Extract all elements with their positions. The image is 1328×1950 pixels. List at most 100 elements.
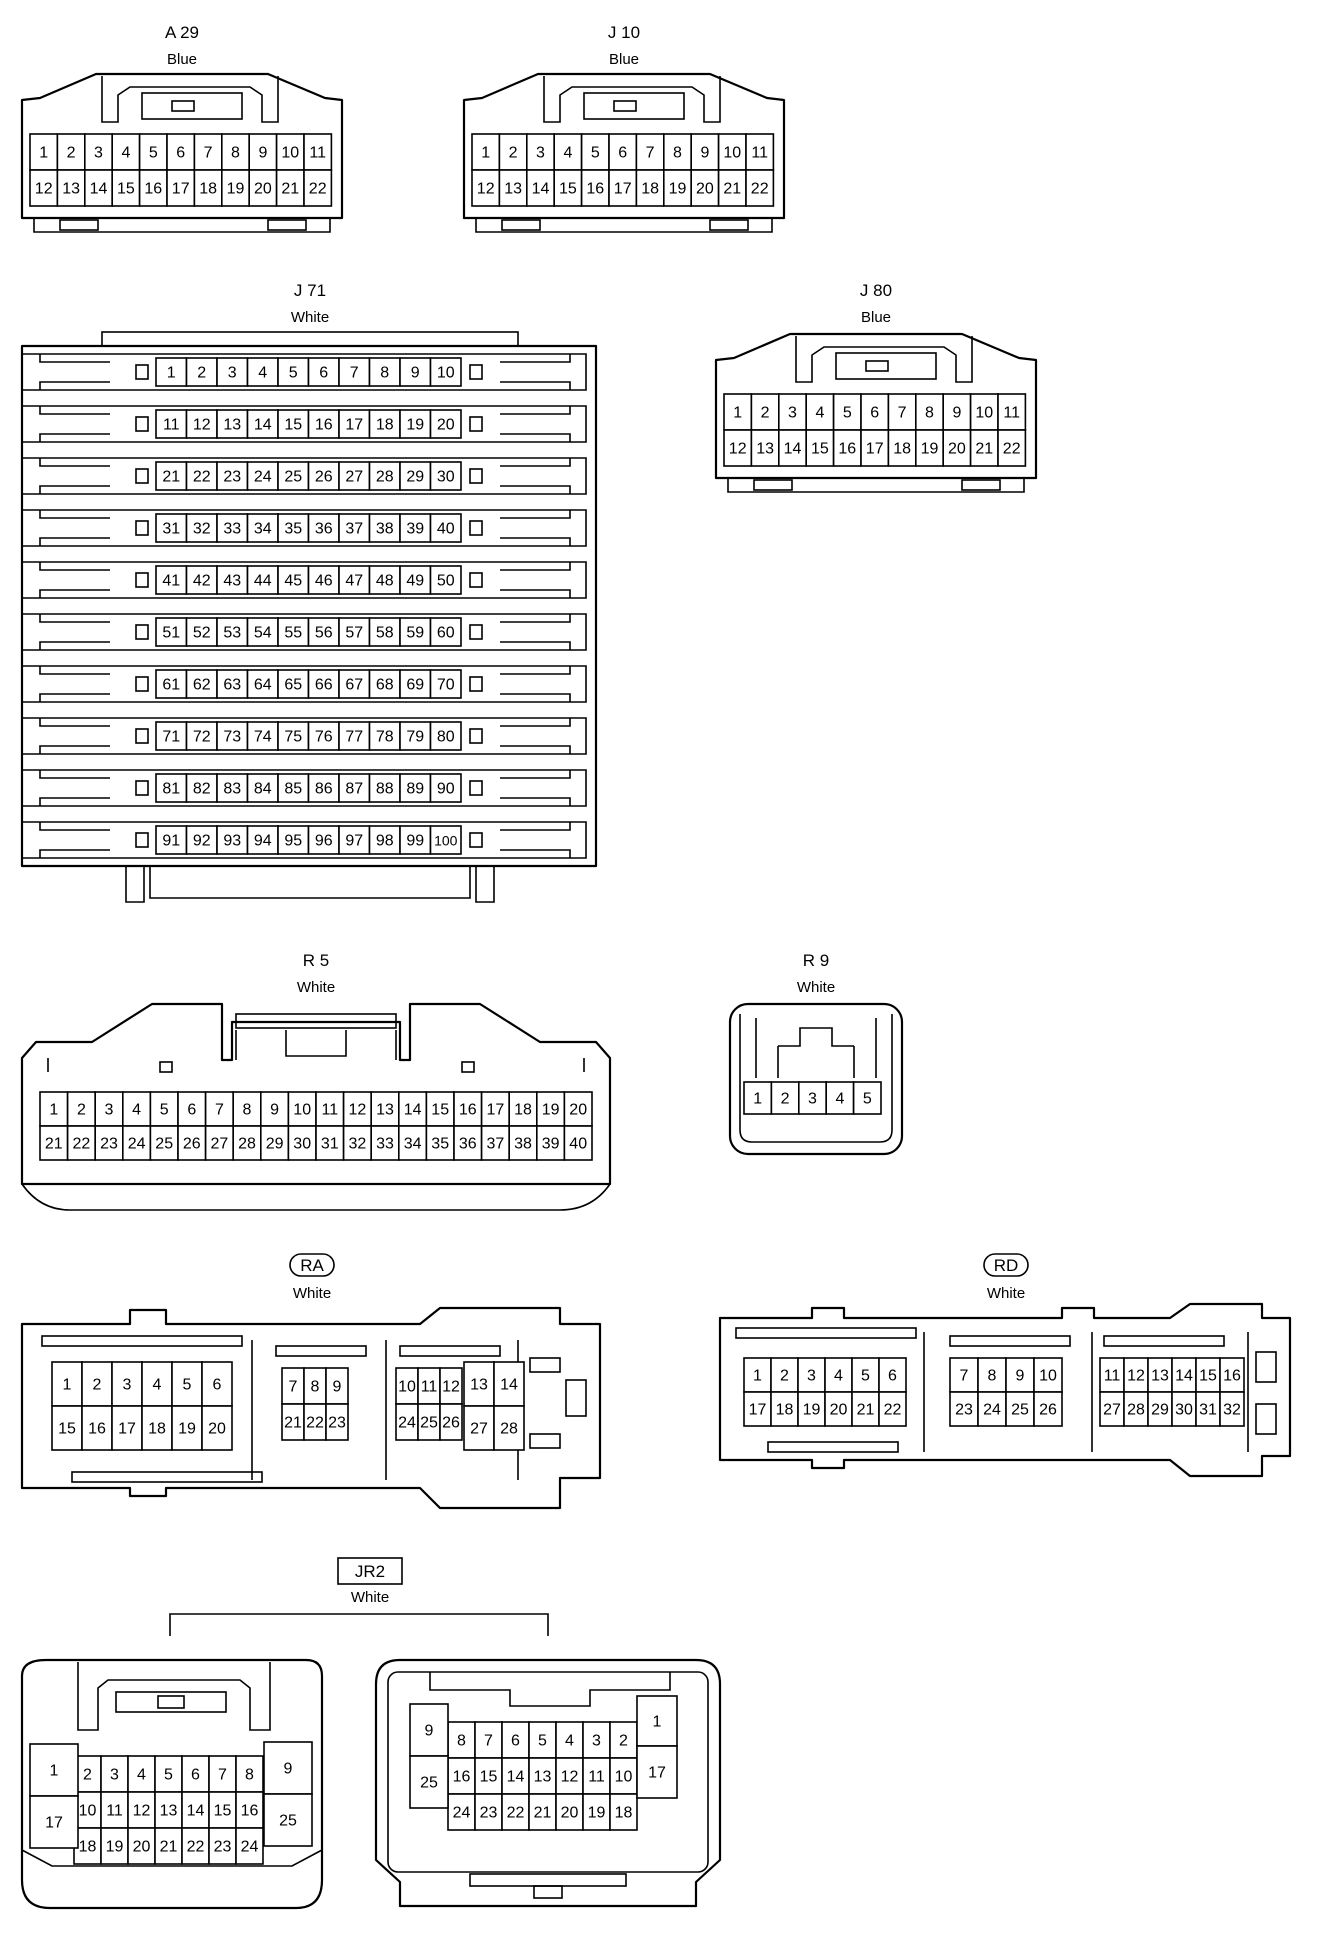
connector-j71-pin-78: 78 (368, 721, 401, 751)
connector-rd-pin-9: 9 (1005, 1357, 1035, 1393)
connector-j71-pin-10: 10 (429, 357, 462, 387)
connector-j71-pin-61: 61 (155, 669, 188, 699)
connector-jr2-left-pin-14-label: 14 (187, 1803, 205, 1820)
connector-ra-pin-13: 13 (463, 1361, 495, 1407)
connector-rd-pin-19-label: 19 (803, 1402, 821, 1419)
connector-r5-pin-39: 39 (535, 1125, 566, 1161)
connector-a29-pin-9-label: 9 (258, 145, 267, 162)
connector-ra-pin-17: 17 (111, 1405, 143, 1451)
connector-jr2-right-pin-12-label: 12 (561, 1769, 579, 1786)
connector-jr2-left-pin-24-label: 24 (241, 1839, 259, 1856)
connector-j80-pin-1-label: 1 (733, 405, 742, 422)
connector-j10-pin-4: 4 (553, 133, 583, 171)
connector-rd-pin-28: 28 (1123, 1391, 1149, 1427)
connector-j71-pin-93-label: 93 (223, 833, 241, 850)
connector-r5-pin-6: 6 (177, 1091, 207, 1127)
connector-r5-pin-26-label: 26 (183, 1136, 201, 1153)
connector-r5-pin-33: 33 (370, 1125, 400, 1161)
connector-j71-pin-20-label: 20 (437, 417, 455, 434)
connector-j71-pin-7: 7 (338, 357, 371, 387)
connector-jr2-left-pin-13-label: 13 (160, 1803, 178, 1820)
connector-j10-color: Blue (609, 51, 639, 68)
connector-j71-pin-20: 20 (429, 409, 462, 439)
connector-r5-pin-2-label: 2 (77, 1102, 86, 1119)
connector-r5-pin-18: 18 (508, 1091, 538, 1127)
connector-j71-pin-34-label: 34 (254, 521, 272, 538)
connector-r5-pin-25-label: 25 (155, 1136, 173, 1153)
connector-j71-pin-83: 83 (216, 773, 249, 803)
connector-r9-pin-5: 5 (852, 1081, 882, 1115)
connector-j71-pin-47-label: 47 (345, 573, 363, 590)
connector-j71-pin-35-label: 35 (284, 521, 302, 538)
connector-jr2-left-pin-21: 21 (154, 1827, 183, 1865)
connector-jr2-right-pin-18: 18 (609, 1793, 638, 1831)
connector-j80-pin-22: 22 (997, 429, 1027, 467)
connector-j71-pin-68-label: 68 (376, 677, 394, 694)
connector-j71-pin-92-label: 92 (193, 833, 211, 850)
connector-j71-pin-91: 91 (155, 825, 188, 855)
connector-rd-pin-2-label: 2 (780, 1368, 789, 1385)
connector-rd-pin-20-label: 20 (830, 1402, 848, 1419)
connector-r5-pin-4: 4 (122, 1091, 152, 1127)
connector-jr2-left-pin-20-label: 20 (133, 1839, 151, 1856)
connector-ra-pin-14-label: 14 (500, 1377, 518, 1394)
connector-j71-pin-2-label: 2 (197, 365, 206, 382)
connector-j80-pin-11: 11 (997, 393, 1027, 431)
connector-a29-pin-21: 21 (275, 169, 305, 207)
connector-a29-pin-15: 15 (111, 169, 141, 207)
connector-j71-pin-62: 62 (185, 669, 218, 699)
connector-j80-pin-14-label: 14 (784, 441, 802, 458)
connector-j71-pin-83-label: 83 (223, 781, 241, 798)
connector-j71-pin-18: 18 (368, 409, 401, 439)
connector-j80-pin-4: 4 (805, 393, 835, 431)
connector-jr2-right-pin-7: 7 (474, 1721, 503, 1759)
connector-rd-pin-18: 18 (770, 1391, 799, 1427)
connector-j10-pin-4-label: 4 (563, 145, 572, 162)
connector-j80-pin-21-label: 21 (975, 441, 993, 458)
connector-a29-pin-14: 14 (84, 169, 114, 207)
connector-r5-pin-16-label: 16 (459, 1102, 477, 1119)
connector-a29-pin-22: 22 (303, 169, 333, 207)
connector-a29-pin-20: 20 (248, 169, 278, 207)
connector-r5-pin-8: 8 (232, 1091, 262, 1127)
connector-rd-pin-11-label: 11 (1104, 1368, 1121, 1385)
connector-j80-pin-13-label: 13 (756, 441, 774, 458)
connector-j71-pin-86: 86 (307, 773, 340, 803)
connector-j71-pin-67: 67 (338, 669, 371, 699)
connector-j71-pin-74-label: 74 (254, 729, 272, 746)
connector-a29-pin-4: 4 (111, 133, 141, 171)
connector-jr2-left-pin-15: 15 (208, 1791, 237, 1829)
connector-ra-pin-27: 27 (463, 1405, 495, 1451)
connector-j10-pin-15: 15 (553, 169, 583, 207)
connector-j71-pin-45-label: 45 (284, 573, 302, 590)
connector-j71-pin-17-label: 17 (345, 417, 363, 434)
connector-a29-pin-9: 9 (248, 133, 278, 171)
connector-j80-pin-7-label: 7 (898, 405, 907, 422)
connector-j10-pin-8-label: 8 (673, 145, 682, 162)
connector-rd-pin-22: 22 (878, 1391, 907, 1427)
connector-r9-pin-2: 2 (770, 1081, 800, 1115)
connector-j71-pin-65-label: 65 (284, 677, 302, 694)
connector-j71-pin-27: 27 (338, 461, 371, 491)
connector-rd-pin-7: 7 (949, 1357, 979, 1393)
connector-ra-label: RA (300, 1256, 324, 1275)
connector-j71-pin-88-label: 88 (376, 781, 394, 798)
connector-jr2-left-pin-25-label: 25 (279, 1813, 297, 1830)
connector-j80-pin-9-label: 9 (952, 405, 961, 422)
connector-j80-color: Blue (861, 309, 891, 326)
connector-ra-pin-24: 24 (395, 1403, 419, 1441)
connector-r5-pin-2: 2 (66, 1091, 96, 1127)
connector-j10-pin-20-label: 20 (696, 181, 714, 198)
connector-j71-pin-77: 77 (338, 721, 371, 751)
connector-j71-pin-13-label: 13 (223, 417, 241, 434)
connector-a29-pin-11-label: 11 (309, 145, 326, 162)
connector-j71-pin-46-label: 46 (315, 573, 333, 590)
connector-r5-pin-27-label: 27 (211, 1136, 229, 1153)
connector-ra-pin-8-label: 8 (311, 1379, 320, 1396)
